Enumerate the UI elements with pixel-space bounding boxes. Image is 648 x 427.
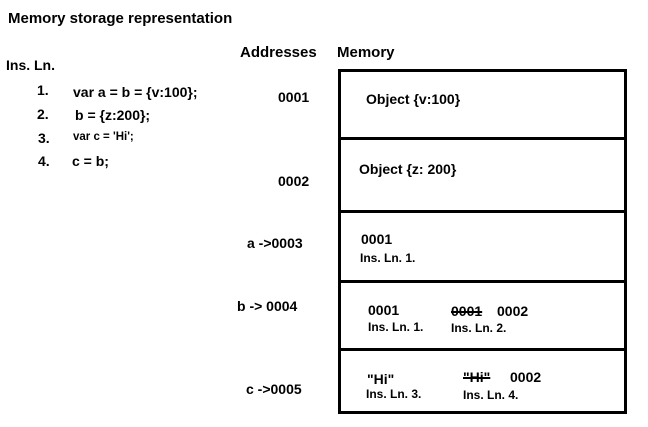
instruction-code: b = {z:200}; xyxy=(75,107,151,123)
memory-heading: Memory xyxy=(337,44,395,61)
address-label: 0001 xyxy=(278,89,310,105)
address-label: c ->0005 xyxy=(246,381,302,397)
memory-value: Object {v:100} xyxy=(366,91,461,107)
instruction-number: 1. xyxy=(37,82,49,98)
instruction-ref: Ins. Ln. 1. xyxy=(368,320,424,334)
address-label: b -> 0004 xyxy=(237,298,298,314)
instruction-ref: Ins. Ln. 2. xyxy=(451,321,507,335)
memory-value: Object {z: 200} xyxy=(359,161,457,177)
struck-value: 0001 xyxy=(451,303,483,319)
memory-value: 0001 xyxy=(361,231,393,247)
instruction-number: 4. xyxy=(38,153,50,169)
memory-value: 0002 xyxy=(497,303,529,319)
instruction-number: 3. xyxy=(38,130,50,146)
address-label: 0002 xyxy=(278,173,310,189)
instruction-code: var c = 'Hi'; xyxy=(73,131,134,143)
instruction-number: 2. xyxy=(37,106,49,122)
instruction-ref: Ins. Ln. 4. xyxy=(463,388,519,402)
instruction-ref: Ins. Ln. 1. xyxy=(360,251,416,265)
addresses-heading: Addresses xyxy=(240,44,317,61)
struck-value: "Hi" xyxy=(463,369,491,385)
instruction-ref: Ins. Ln. 3. xyxy=(366,387,422,401)
memory-cell xyxy=(338,348,627,414)
memory-value: 0002 xyxy=(510,369,542,385)
memory-value: "Hi" xyxy=(367,371,395,387)
diagram-title: Memory storage representation xyxy=(8,10,233,27)
memory-value: 0001 xyxy=(368,302,400,318)
address-label: a ->0003 xyxy=(247,235,303,251)
instruction-code: var a = b = {v:100}; xyxy=(73,84,198,100)
instruction-heading: Ins. Ln. xyxy=(6,57,55,73)
instruction-code: c = b; xyxy=(72,153,109,169)
